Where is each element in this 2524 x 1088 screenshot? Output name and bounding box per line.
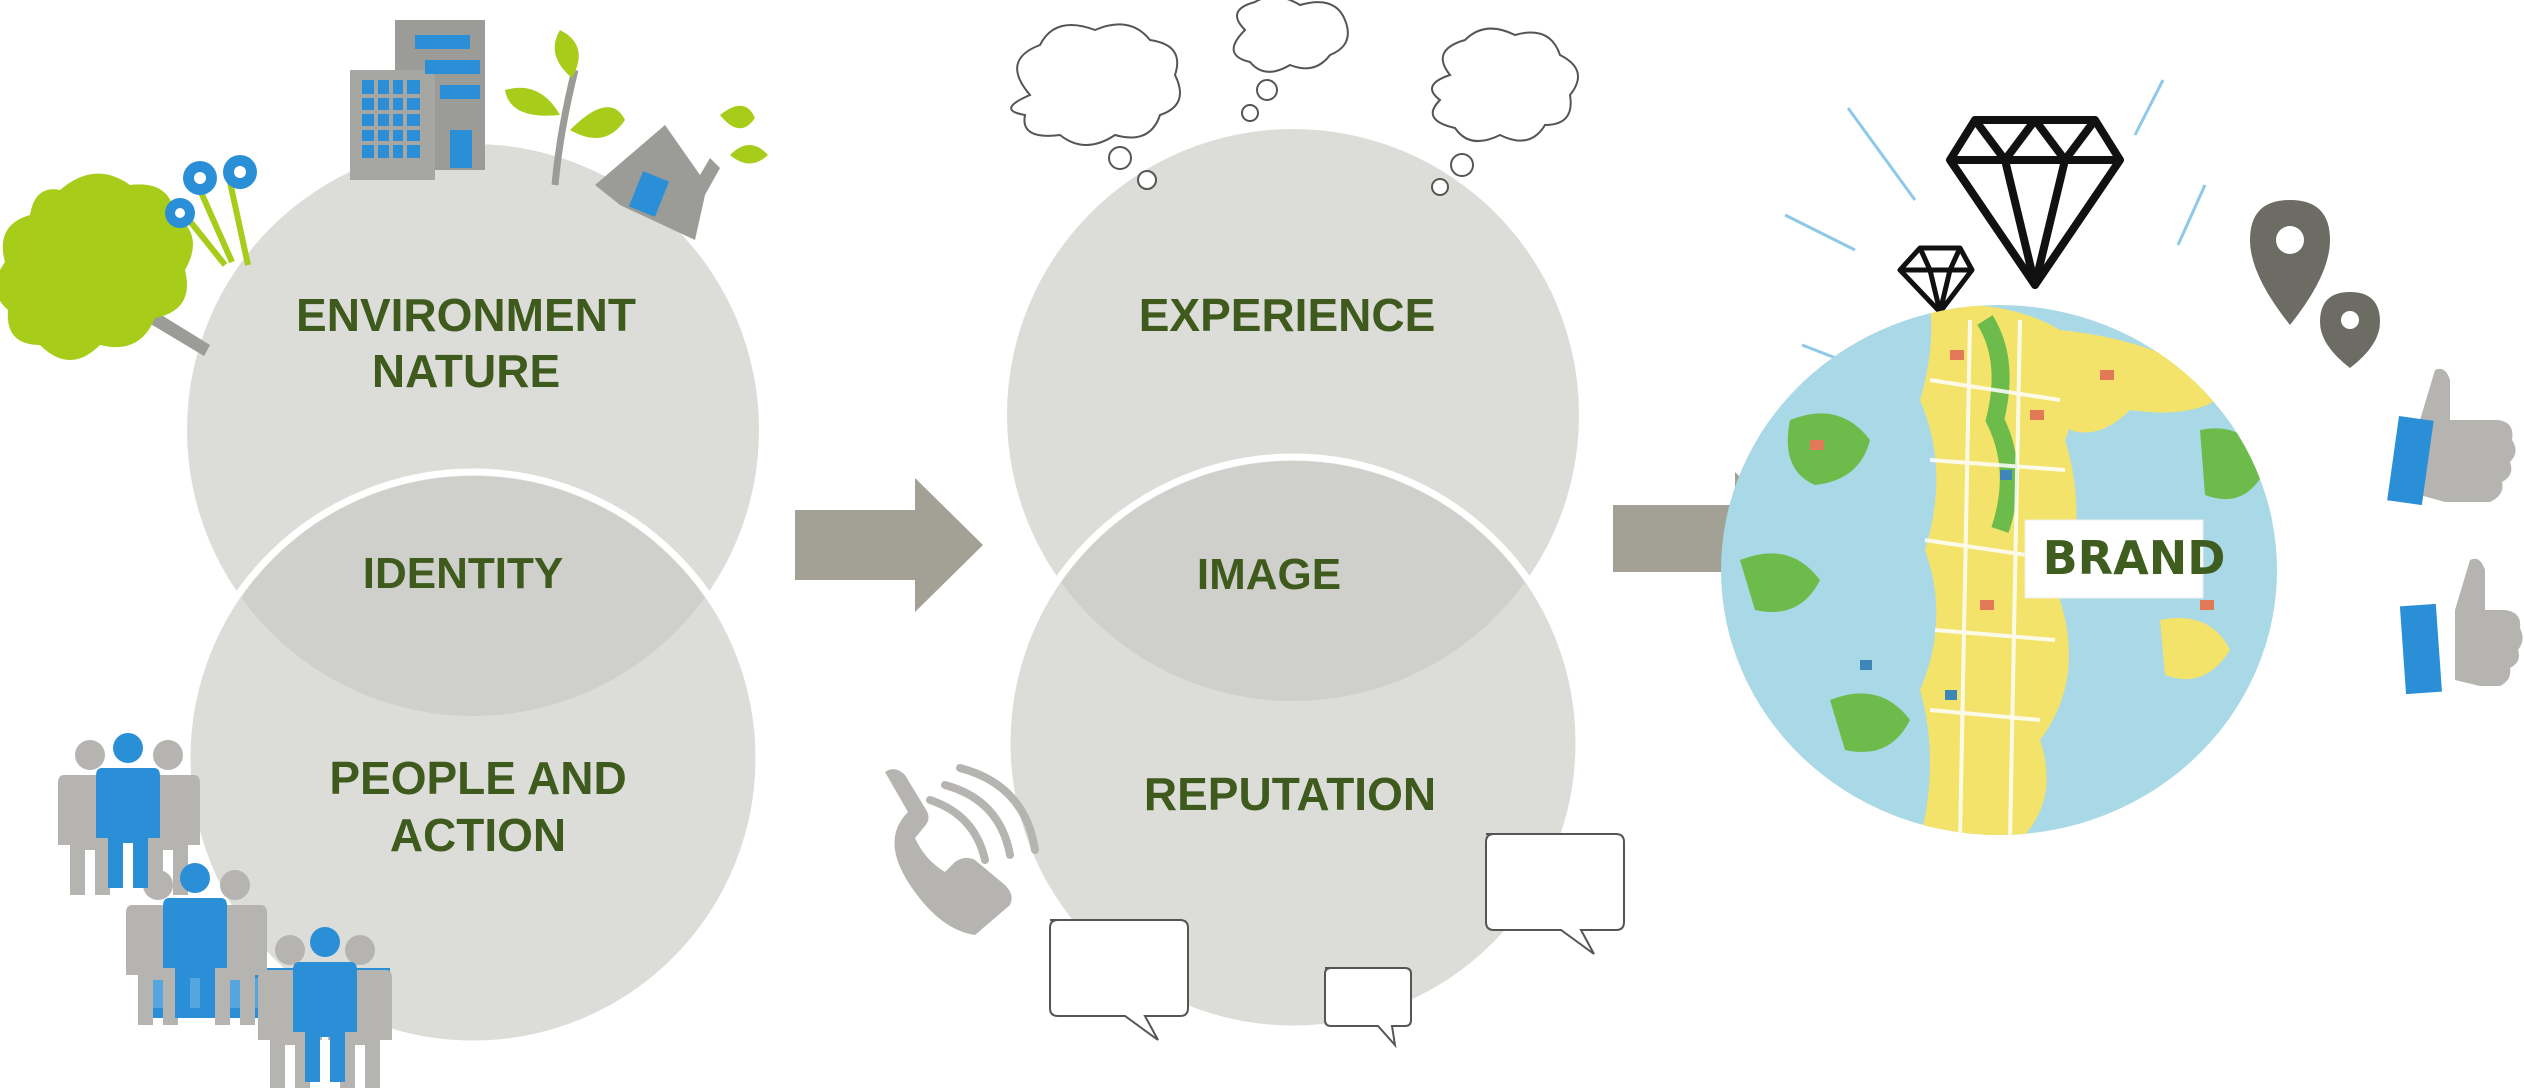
plant-icon xyxy=(505,30,625,186)
speech-bubble-icon xyxy=(1049,833,1625,1049)
thought-cloud-icon xyxy=(1010,0,1579,196)
image-label: IMAGE xyxy=(1197,550,1341,599)
city-map-image xyxy=(1721,305,2277,835)
people-and-label: PEOPLE AND xyxy=(329,752,626,804)
brand-label: BRAND xyxy=(2043,531,2226,585)
action-label: ACTION xyxy=(390,809,566,861)
flower-icon xyxy=(165,155,257,267)
people-group-icon xyxy=(58,733,392,1088)
diamond-icon xyxy=(1897,116,2124,315)
map-pin-icon xyxy=(2250,200,2380,368)
experience-label: EXPERIENCE xyxy=(1139,289,1436,341)
identity-venn: ENVIRONMENT NATURE IDENTITY PEOPLE AND A… xyxy=(183,144,763,1048)
identity-label: IDENTITY xyxy=(363,549,563,598)
thumbs-up-icon xyxy=(2387,368,2523,695)
office-building-icon xyxy=(350,20,485,180)
tree-icon xyxy=(0,173,210,360)
image-overlap xyxy=(1011,461,1575,701)
arrow-right-icon xyxy=(795,478,983,612)
brand-label-box xyxy=(2024,519,2204,599)
phone-icon xyxy=(885,764,1039,935)
environment-label: ENVIRONMENT xyxy=(296,289,636,341)
reputation-label: REPUTATION xyxy=(1144,768,1436,820)
identity-overlap xyxy=(191,476,755,716)
nature-label: NATURE xyxy=(372,345,560,397)
image-venn: EXPERIENCE IMAGE REPUTATION xyxy=(1003,129,1583,1033)
house-icon xyxy=(595,105,768,240)
